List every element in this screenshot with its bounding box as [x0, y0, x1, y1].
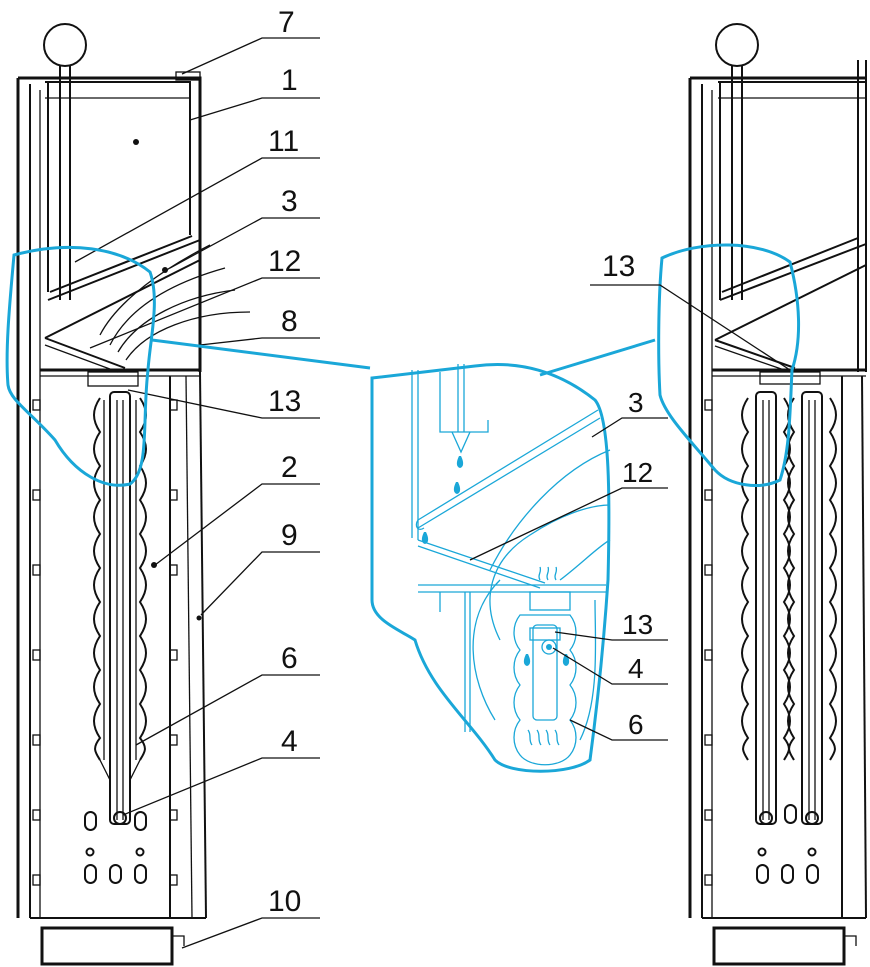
label-8: 8: [281, 305, 298, 338]
left-base: [40, 926, 174, 966]
left-heater: [93, 391, 147, 825]
detail-label-13: 13: [622, 609, 653, 640]
detail-label-12: 12: [622, 457, 653, 488]
detail-outline: [370, 362, 611, 773]
left-housing: [18, 76, 202, 372]
detail-label-3: 3: [628, 387, 644, 418]
left-tank: [45, 81, 191, 235]
left-unit: [16, 23, 251, 966]
right-label-13: 13: [602, 250, 635, 283]
left-side-panel: [199, 371, 207, 919]
label-12: 12: [268, 245, 301, 278]
left-slope-bottom: [44, 259, 201, 339]
left-vent-holes: [84, 811, 147, 884]
right-highlight-region: [657, 243, 801, 487]
label-4: 4: [281, 725, 298, 758]
left-slope-top: [49, 235, 193, 293]
label-11: 11: [268, 125, 299, 158]
connector-left: [151, 338, 371, 370]
label-2: 2: [281, 451, 298, 484]
connector-right: [539, 338, 656, 377]
detail-label-4: 4: [628, 653, 644, 684]
label-13: 13: [268, 385, 301, 418]
right-knob: [715, 23, 759, 67]
label-1: 1: [281, 64, 298, 97]
label-3: 3: [281, 185, 298, 218]
label-6: 6: [281, 642, 298, 675]
detail-callouts: 3 12 13 4 6: [469, 387, 668, 741]
right-callouts: 13: [590, 250, 791, 371]
left-knob: [43, 23, 87, 67]
detail-label-6: 6: [628, 709, 644, 740]
right-unit: [688, 23, 867, 966]
right-heater-b: [787, 391, 837, 825]
left-bolts: [32, 399, 178, 886]
detail-view: [370, 362, 611, 773]
left-callouts: 7 1 11 3 12 8 13 2 9 6 4 10: [74, 6, 320, 949]
label-10: 10: [268, 885, 301, 918]
label-7: 7: [278, 6, 295, 39]
label-9: 9: [281, 519, 298, 552]
left-highlight-region: [5, 245, 156, 487]
right-heater-a: [741, 391, 791, 825]
